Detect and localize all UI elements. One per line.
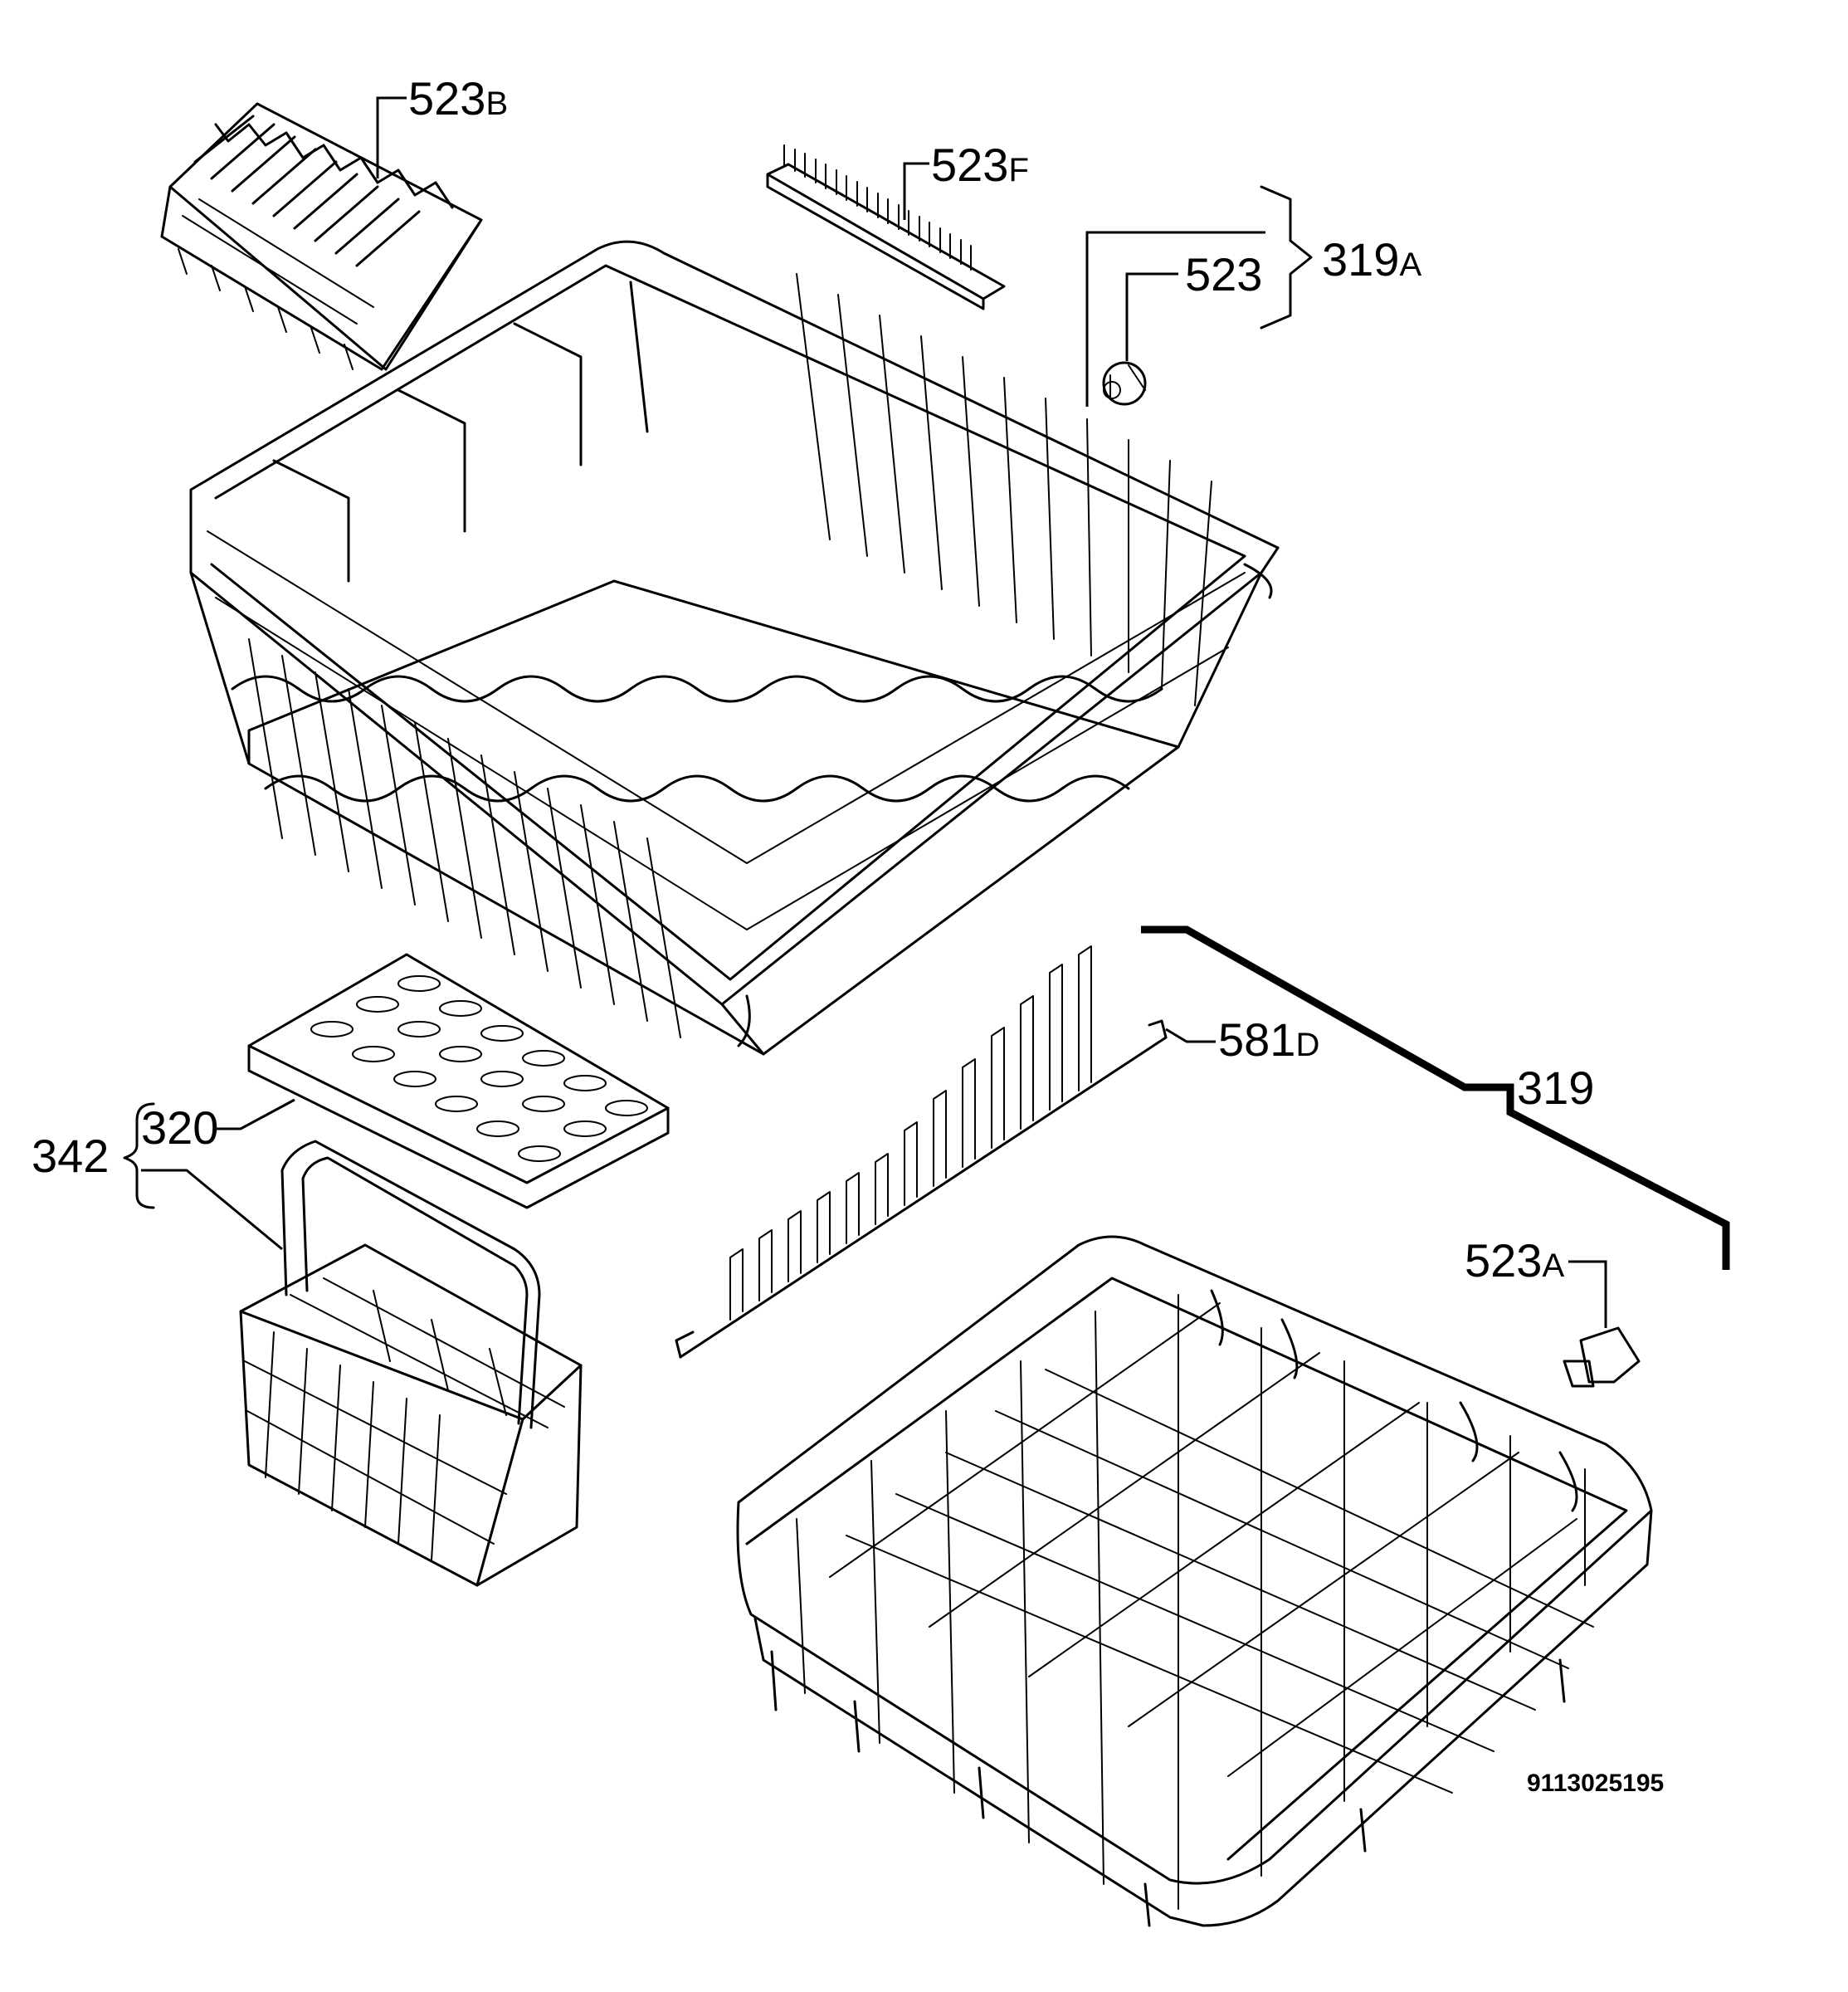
- leader-319a-bracket: [1085, 231, 1265, 407]
- upper-basket: [189, 240, 1280, 1056]
- label-523: 523: [1185, 248, 1262, 300]
- label-581d: 581D: [1218, 1013, 1319, 1066]
- lower-basket: [736, 1235, 1653, 1927]
- leader-523f: [903, 162, 929, 220]
- tine-row-581d: [675, 945, 1168, 1359]
- label-319a: 319A: [1322, 233, 1421, 286]
- leader-523b: [376, 96, 407, 178]
- leader-342: [141, 1169, 283, 1251]
- brace-342: [123, 1102, 155, 1209]
- wheel-523: [1102, 361, 1147, 406]
- leader-320: [216, 1098, 295, 1130]
- leader-523: [1125, 272, 1178, 361]
- wheel-523a: [1563, 1326, 1641, 1388]
- tine-strip-523f: [766, 144, 1006, 310]
- drawing-code: 9113025195: [1527, 1770, 1664, 1797]
- brace-319a: [1260, 185, 1313, 330]
- label-319: 319: [1517, 1062, 1594, 1114]
- label-320: 320: [141, 1101, 218, 1154]
- label-523a: 523A: [1465, 1234, 1564, 1286]
- label-523f: 523F: [931, 139, 1029, 191]
- label-342: 342: [32, 1130, 109, 1182]
- cutlery-grid-320: [247, 953, 670, 1209]
- cup-rack-523b: [160, 102, 483, 371]
- bracket-319: [1141, 925, 1730, 1270]
- cutlery-basket: [239, 1140, 583, 1587]
- label-523b: 523B: [408, 72, 508, 124]
- leader-581d: [1165, 1028, 1216, 1043]
- leader-523a: [1568, 1260, 1607, 1328]
